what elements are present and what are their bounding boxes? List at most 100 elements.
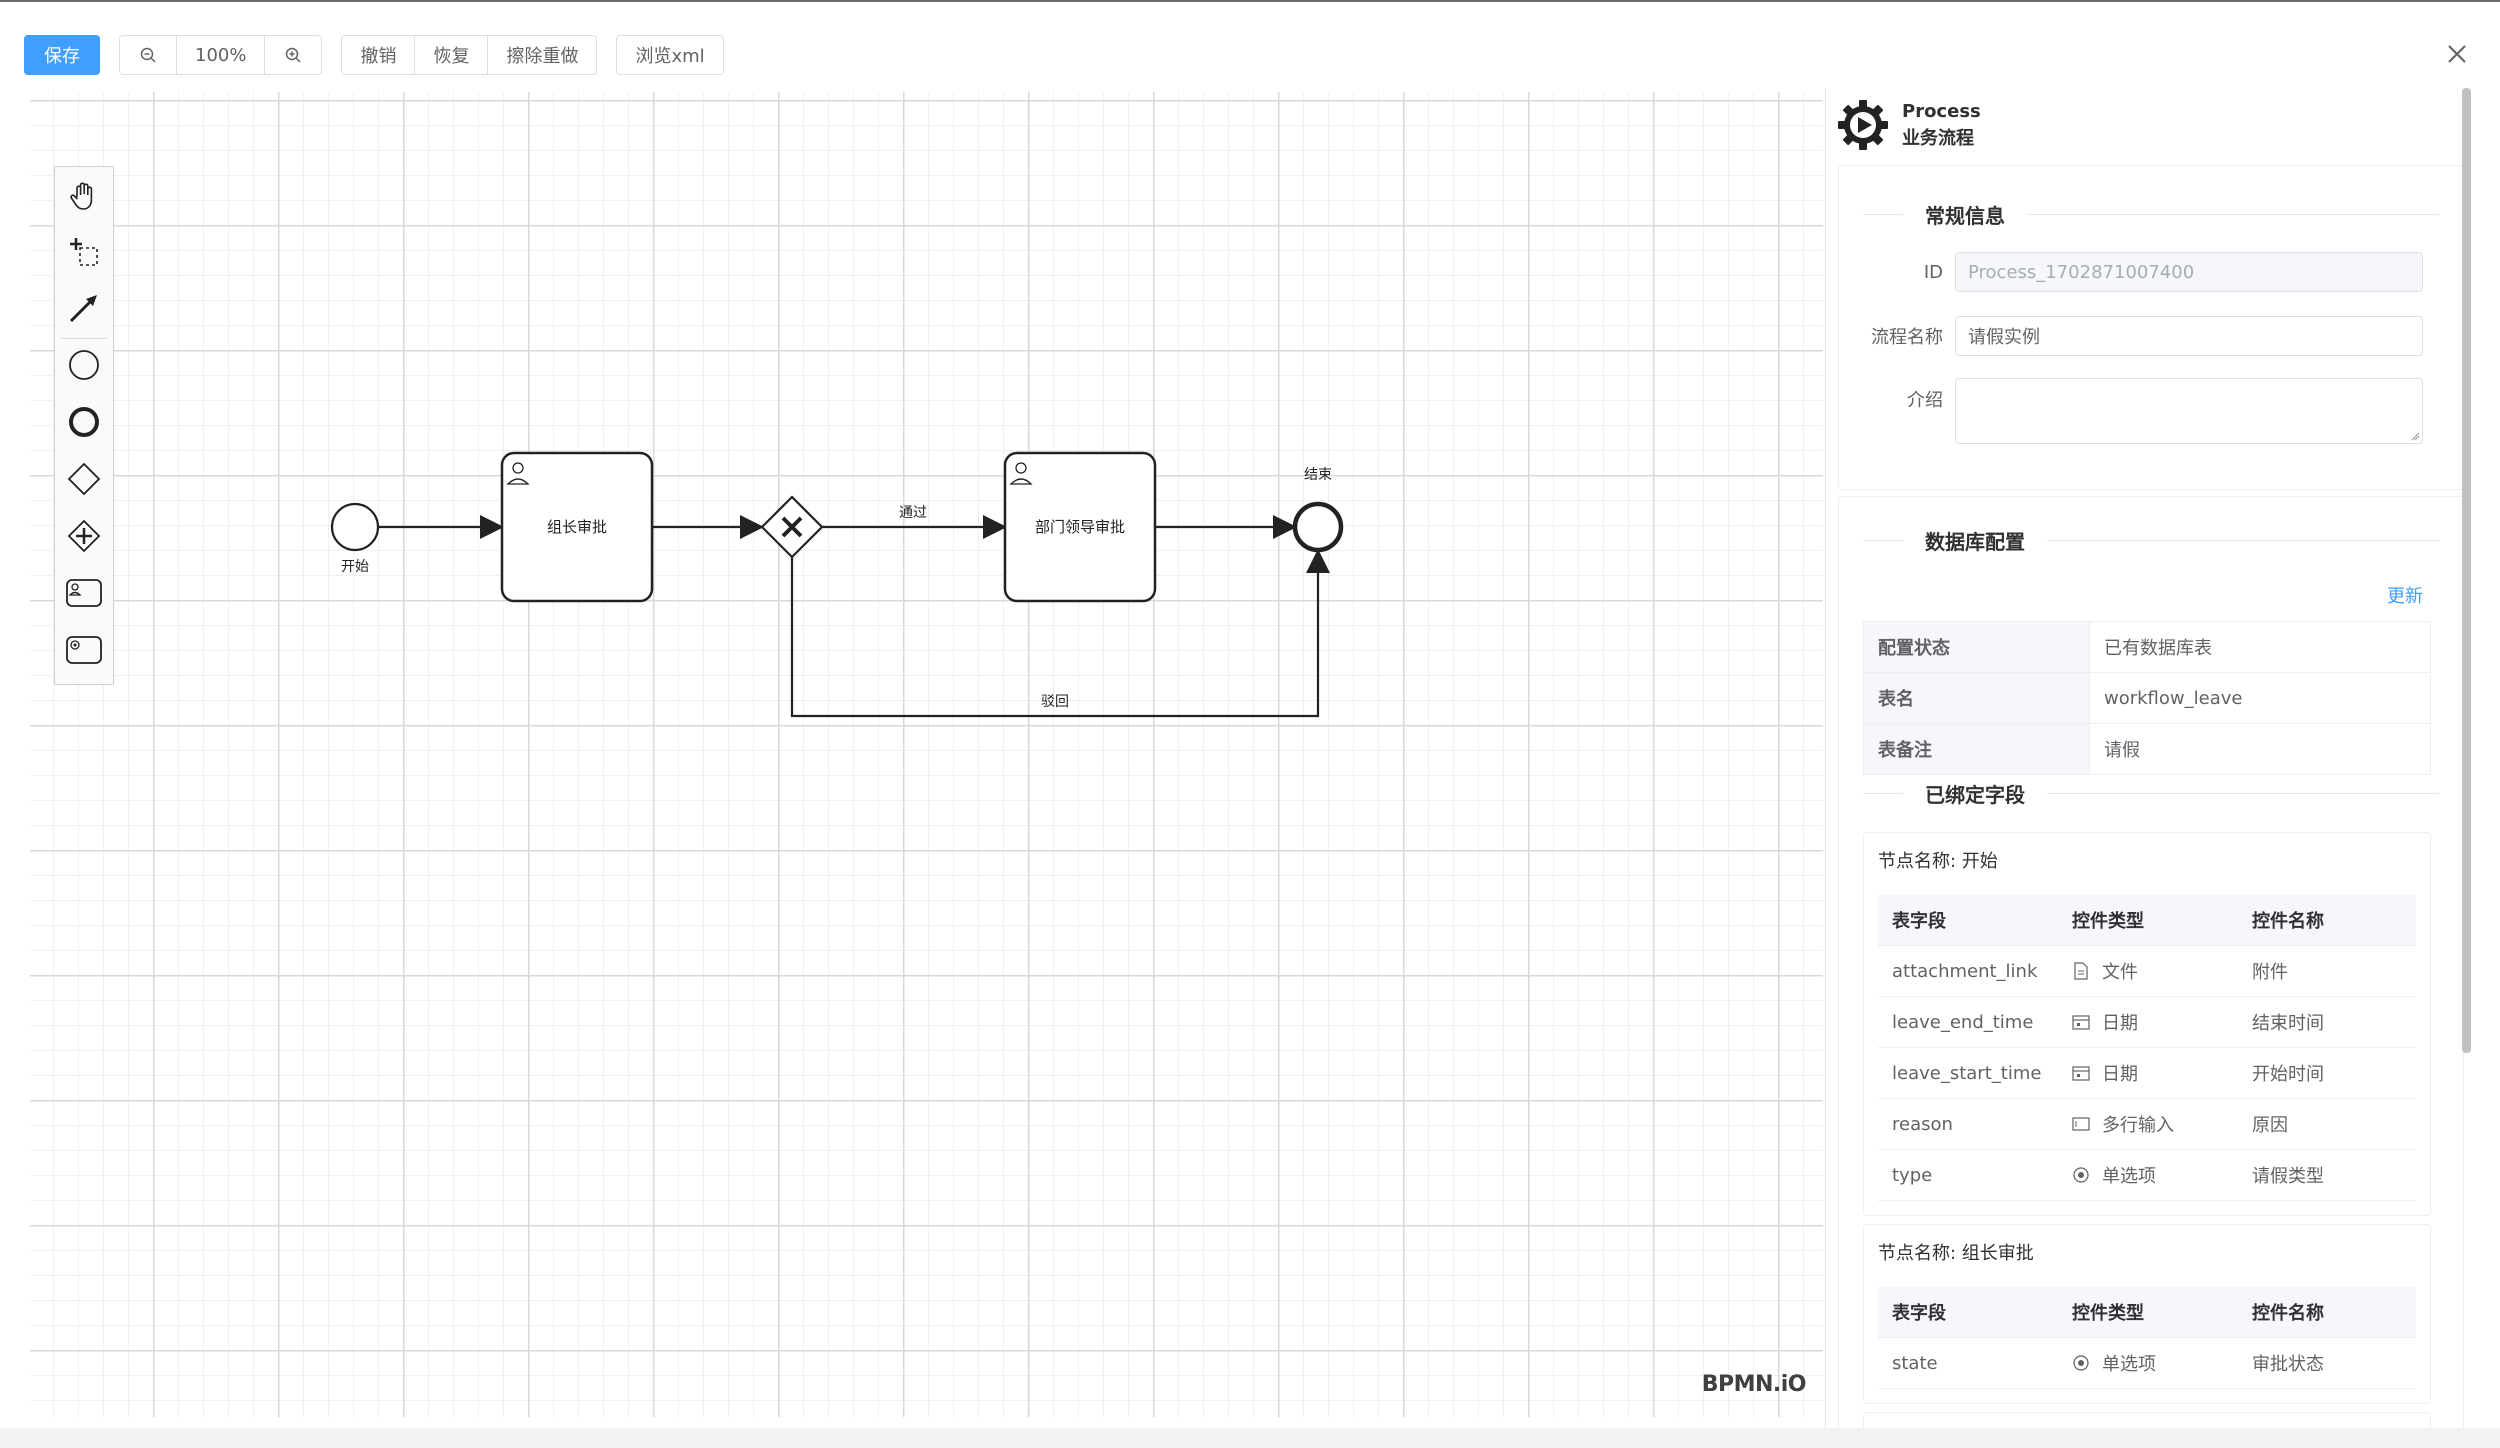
hand-tool-icon[interactable]: [64, 176, 104, 216]
zoom-level[interactable]: 100%: [176, 36, 264, 74]
calendar-icon: [2072, 1064, 2090, 1082]
bpmn-io-logo[interactable]: BPMN.iO: [1701, 1372, 1807, 1397]
flow-pass-label: 通过: [899, 505, 927, 521]
window-top-border: [0, 0, 2500, 2]
redo-button[interactable]: 恢复: [414, 36, 487, 74]
end-event-label: 结束: [1304, 467, 1332, 483]
flow-reject-label: 驳回: [1041, 694, 1069, 710]
control-type: 多行输入: [2058, 1111, 2238, 1137]
control-name: 开始时间: [2252, 1064, 2324, 1085]
process-gear-icon: [1838, 100, 1888, 150]
user-task-1[interactable]: [500, 451, 654, 603]
parallel-gateway-icon[interactable]: [64, 516, 104, 556]
service-task-icon[interactable]: [64, 630, 104, 670]
bound-fields-title: 已绑定字段: [1925, 782, 2025, 807]
zoom-out-button[interactable]: [120, 36, 176, 74]
control-type-label: 多行输入: [2102, 1115, 2174, 1136]
field-name: leave_start_time: [1892, 1062, 2042, 1084]
fields-table-header: 表字段 控件类型 控件名称: [1878, 1287, 2416, 1338]
bound-fields-header: 已绑定字段: [1839, 778, 2463, 808]
reset-button[interactable]: 擦除重做: [487, 36, 596, 74]
fields-table: 表字段 控件类型 控件名称 attachment_link 文件 附件 leav…: [1878, 895, 2416, 1201]
textarea-icon: [2072, 1115, 2090, 1133]
panel-subtitle: 业务流程: [1902, 127, 1974, 149]
bpmn-canvas[interactable]: 开始 组长审批 通过 部门领导审批: [30, 92, 1823, 1417]
header-field: 表字段: [1892, 911, 1946, 932]
db-value: workflow_leave: [2104, 687, 2243, 709]
description-row: 介绍: [1839, 378, 2423, 444]
name-label: 流程名称: [1871, 327, 1943, 348]
file-icon: [2072, 962, 2090, 980]
db-value: 已有数据库表: [2104, 638, 2212, 659]
node-title: 节点名称: 开始: [1878, 851, 1998, 872]
table-row: attachment_link 文件 附件: [1878, 946, 2416, 997]
field-name: reason: [1892, 1113, 1953, 1135]
id-input[interactable]: Process_1702871007400: [1955, 252, 2423, 292]
node-card-partial: [1863, 1412, 2431, 1428]
toolbar: 保存 100% 撤销 恢复 擦除重做 浏览xml: [24, 35, 743, 75]
header-type: 控件类型: [2072, 911, 2144, 932]
description-textarea[interactable]: [1955, 378, 2423, 444]
calendar-icon: [2072, 1013, 2090, 1031]
zoom-in-button[interactable]: [264, 36, 321, 74]
start-event-label: 开始: [341, 559, 369, 575]
lasso-tool-icon[interactable]: [64, 232, 104, 272]
control-name: 附件: [2252, 962, 2288, 983]
control-type-label: 日期: [2102, 1013, 2138, 1034]
header-name: 控件名称: [2252, 1303, 2324, 1324]
table-row: state 单选项 审批状态: [1878, 1338, 2416, 1389]
control-type-label: 文件: [2102, 962, 2138, 983]
general-info-header: 常规信息: [1839, 199, 2463, 229]
process-name-input[interactable]: 请假实例: [1955, 316, 2423, 356]
radio-icon: [2072, 1354, 2090, 1372]
db-key: 表名: [1864, 673, 2090, 723]
user-task-2-label: 部门领导审批: [1035, 518, 1125, 536]
node-title: 节点名称: 组长审批: [1878, 1243, 2034, 1264]
user-task-1-label: 组长审批: [547, 518, 607, 536]
view-xml-button[interactable]: 浏览xml: [635, 46, 705, 67]
id-label: ID: [1923, 261, 1943, 283]
user-task-icon[interactable]: [64, 573, 104, 613]
control-type: 文件: [2058, 958, 2238, 984]
properties-panel: Process 业务流程 常规信息 ID Process_17028710074…: [1825, 88, 2476, 1428]
end-event-icon[interactable]: [64, 402, 104, 442]
general-info-card: 常规信息 ID Process_1702871007400 流程名称 请假实例 …: [1838, 165, 2464, 490]
header-field: 表字段: [1892, 1303, 1946, 1324]
gateway-icon[interactable]: [64, 459, 104, 499]
window-bottom-border: [0, 1428, 2500, 1448]
db-key: 表备注: [1864, 724, 2090, 774]
end-event[interactable]: [1292, 501, 1344, 553]
connect-tool-icon[interactable]: [64, 288, 104, 328]
header-name: 控件名称: [2252, 911, 2324, 932]
exclusive-gateway[interactable]: [760, 495, 824, 559]
field-name: attachment_link: [1892, 960, 2038, 982]
sequence-flow-reject[interactable]: [790, 548, 1331, 718]
start-event-icon[interactable]: [64, 345, 104, 385]
control-type-label: 单选项: [2102, 1166, 2156, 1187]
database-config-card: 数据库配置 更新 配置状态 已有数据库表 表名 workflow_leave 表…: [1838, 496, 2464, 1428]
db-key: 配置状态: [1864, 622, 2090, 672]
database-info-table: 配置状态 已有数据库表 表名 workflow_leave 表备注 请假: [1863, 621, 2431, 775]
undo-button[interactable]: 撤销: [360, 46, 397, 67]
save-button[interactable]: 保存: [24, 35, 100, 75]
control-name: 结束时间: [2252, 1013, 2324, 1034]
tool-palette: [54, 166, 114, 685]
name-row: 流程名称 请假实例: [1839, 316, 2423, 356]
radio-icon: [2072, 1166, 2090, 1184]
resize-handle-icon[interactable]: [2410, 431, 2420, 441]
process-diagram[interactable]: 开始 组长审批 通过 部门领导审批: [30, 92, 1823, 1417]
close-icon[interactable]: [2443, 40, 2471, 68]
xml-group: 浏览xml: [616, 35, 724, 75]
table-row: leave_end_time 日期 结束时间: [1878, 997, 2416, 1048]
panel-scrollbar[interactable]: [2462, 88, 2471, 1053]
start-event[interactable]: [330, 502, 380, 552]
database-config-header: 数据库配置: [1839, 525, 2463, 555]
header-type: 控件类型: [2072, 1303, 2144, 1324]
node-card-start: 节点名称: 开始 表字段 控件类型 控件名称 attachment_link 文…: [1863, 832, 2431, 1216]
panel-header: Process 业务流程: [1836, 98, 1981, 152]
field-name: leave_end_time: [1892, 1011, 2034, 1033]
db-row-table-name: 表名 workflow_leave: [1864, 673, 2430, 724]
field-name: state: [1892, 1352, 1938, 1374]
control-type-label: 日期: [2102, 1064, 2138, 1085]
update-link[interactable]: 更新: [2387, 586, 2423, 607]
